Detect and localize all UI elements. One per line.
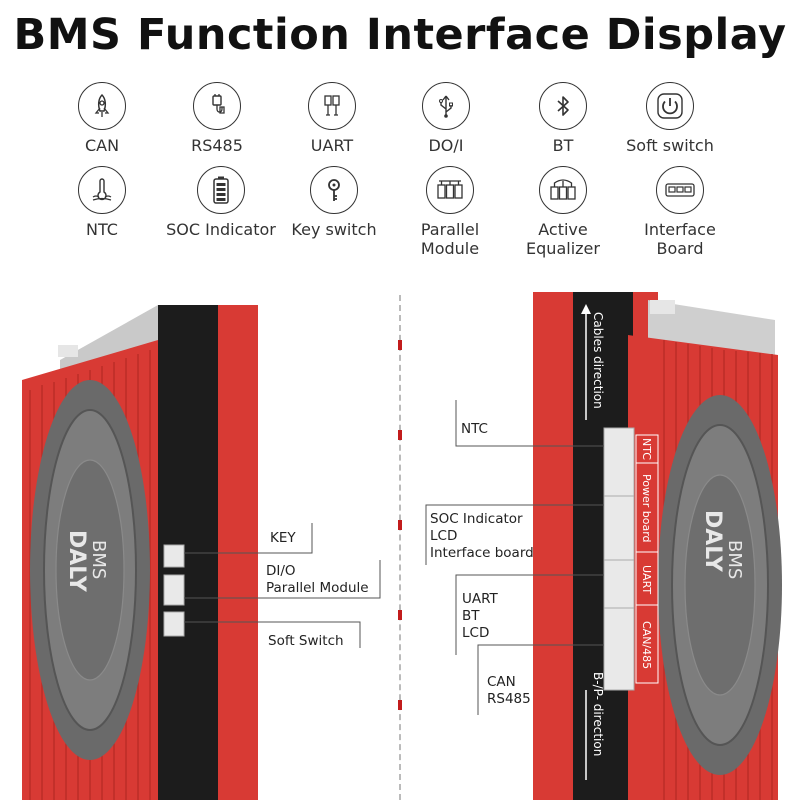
center-divider xyxy=(399,295,401,800)
equalizer-icon xyxy=(539,166,587,214)
feature-label: UART xyxy=(310,136,354,155)
annotation-rs485: RS485 xyxy=(487,691,531,707)
left-bms-device xyxy=(22,305,258,800)
annotation-soft-switch: Soft Switch xyxy=(268,633,344,649)
feature-parallel-module: Parallel Module xyxy=(390,166,510,258)
port-label-power-board: Power board xyxy=(640,473,653,543)
key-icon xyxy=(310,166,358,214)
annotation-lcd-2: LCD xyxy=(462,625,490,641)
feature-uart: UART xyxy=(272,82,392,155)
interface-board-icon xyxy=(656,166,704,214)
annotation-can: CAN xyxy=(487,674,516,690)
annotation-ntc: NTC xyxy=(461,421,488,437)
cables-direction-label: Cables direction xyxy=(591,312,605,409)
parallel-module-icon xyxy=(426,166,474,214)
feature-bt: BT xyxy=(503,82,623,155)
port-label-uart: UART xyxy=(640,565,653,595)
feature-can: CAN xyxy=(42,82,162,155)
page-title: BMS Function Interface Display xyxy=(13,10,787,60)
bp-direction-label: B-/P- direction xyxy=(591,672,605,757)
left-model-label: BMS xyxy=(88,540,109,580)
rocket-icon xyxy=(78,82,126,130)
right-bms-device xyxy=(533,292,782,800)
feature-label: Interface Board xyxy=(644,220,716,258)
divider-mark xyxy=(398,340,402,350)
divider-mark xyxy=(398,430,402,440)
feature-label: Active Equalizer xyxy=(526,220,600,258)
port-label-can485: CAN/485 xyxy=(640,620,653,670)
bluetooth-icon xyxy=(539,82,587,130)
divider-mark xyxy=(398,610,402,620)
annotation-key: KEY xyxy=(270,530,296,546)
feature-label: Key switch xyxy=(291,220,377,239)
usb-connector-icon xyxy=(308,82,356,130)
right-brand-logo: DALY xyxy=(700,510,725,572)
feature-soft-switch: Soft switch xyxy=(610,82,730,155)
feature-label: DO/I xyxy=(428,136,464,155)
feature-label: Soft switch xyxy=(626,136,714,155)
annotation-interface-board: Interface board xyxy=(430,545,534,561)
feature-interface-board: Interface Board xyxy=(620,166,740,258)
feature-ntc: NTC xyxy=(42,166,162,239)
feature-label: NTC xyxy=(86,220,118,239)
annotation-bt: BT xyxy=(462,608,480,624)
cable-plug-icon xyxy=(193,82,241,130)
thermometer-icon xyxy=(78,166,126,214)
annotation-dio: DI/O xyxy=(266,563,296,579)
annotation-soc-indicator: SOC Indicator xyxy=(430,511,523,527)
feature-active-equalizer: Active Equalizer xyxy=(503,166,623,258)
feature-label: BT xyxy=(552,136,574,155)
feature-soc-indicator: SOC Indicator xyxy=(161,166,281,239)
power-icon xyxy=(646,82,694,130)
feature-label: SOC Indicator xyxy=(166,220,276,239)
annotation-uart: UART xyxy=(462,591,498,607)
left-brand-logo: DALY xyxy=(64,530,89,592)
divider-mark xyxy=(398,520,402,530)
feature-key-switch: Key switch xyxy=(274,166,394,239)
usb-icon xyxy=(422,82,470,130)
right-model-label: BMS xyxy=(724,540,745,580)
feature-label: CAN xyxy=(84,136,120,155)
feature-dio: DO/I xyxy=(386,82,506,155)
battery-icon xyxy=(197,166,245,214)
feature-label: RS485 xyxy=(191,136,243,155)
annotation-parallel-module: Parallel Module xyxy=(266,580,369,596)
feature-label: Parallel Module xyxy=(420,220,480,258)
divider-mark xyxy=(398,700,402,710)
feature-rs485: RS485 xyxy=(157,82,277,155)
port-label-ntc: NTC xyxy=(640,438,653,460)
annotation-lcd: LCD xyxy=(430,528,458,544)
